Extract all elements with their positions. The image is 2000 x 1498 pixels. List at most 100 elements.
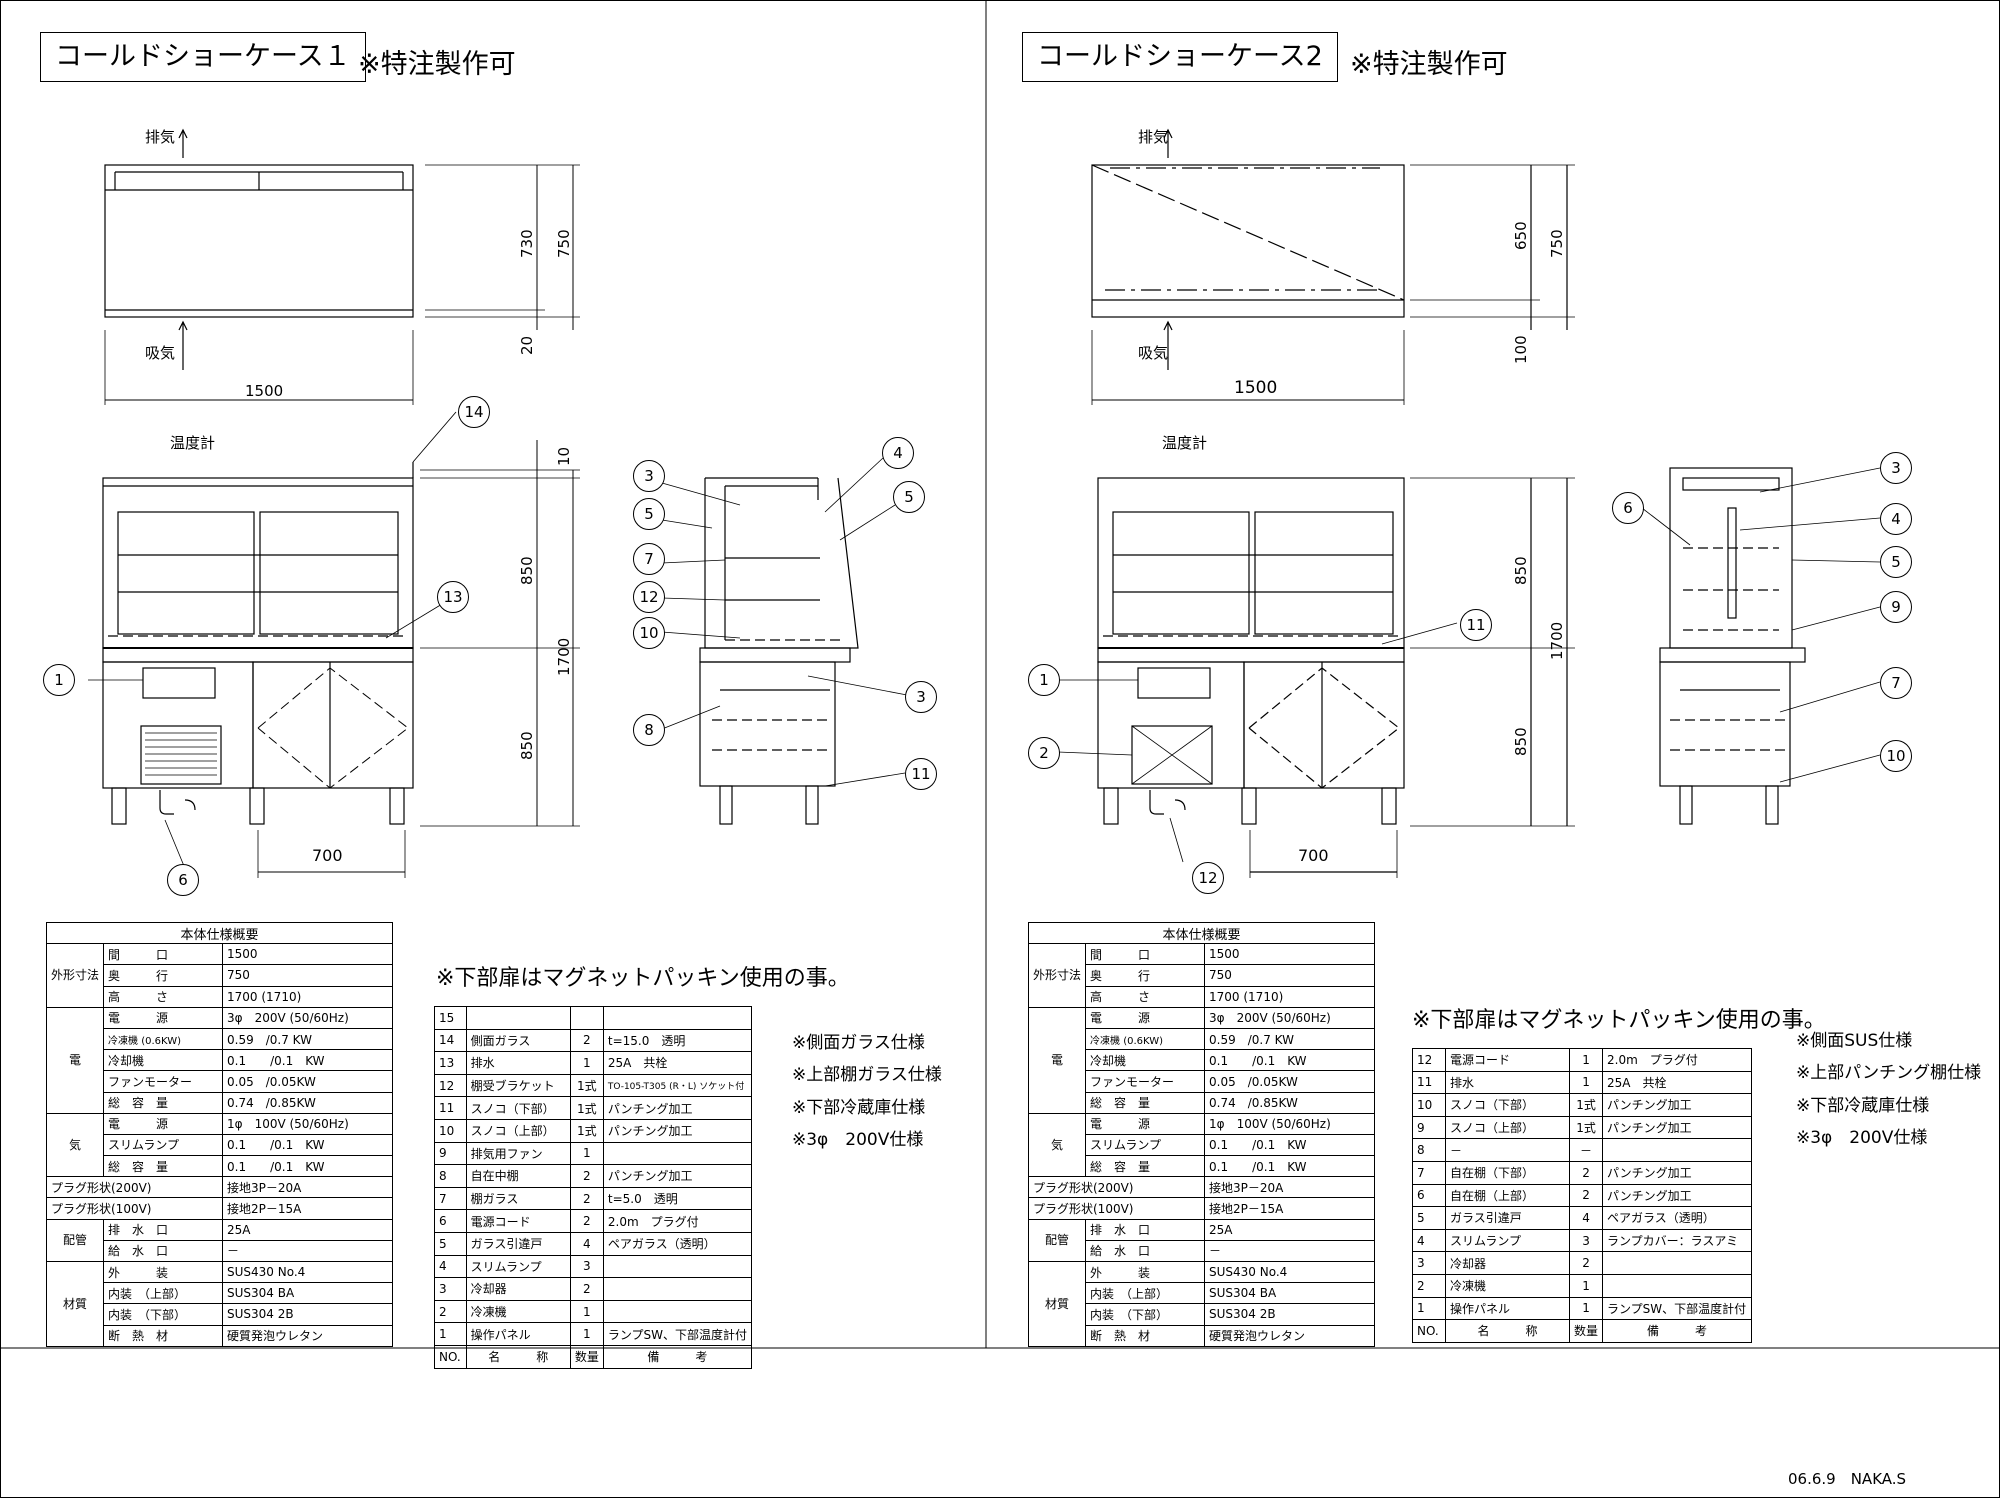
right-dim-100: 100 bbox=[1512, 335, 1530, 364]
spec-name: ファンモーター bbox=[1085, 1070, 1206, 1093]
left-dim-1700: 1700 bbox=[555, 637, 573, 676]
part-note: 2.0m プラグ付 bbox=[1602, 1048, 1752, 1072]
part-qty: 1式 bbox=[569, 1118, 604, 1143]
part-name: 冷凍機 bbox=[1445, 1273, 1570, 1298]
spec-value: 25A bbox=[222, 1218, 393, 1241]
part-no: 10 bbox=[434, 1118, 467, 1143]
right-title: コールドショーケース2 bbox=[1022, 32, 1338, 82]
part-no: 5 bbox=[1412, 1206, 1446, 1230]
part-no: 2 bbox=[434, 1299, 467, 1324]
spec-value: － bbox=[1204, 1239, 1375, 1263]
part-note: ランプカバー：ラスアミ bbox=[1602, 1228, 1752, 1253]
spec-name: 高 さ bbox=[103, 985, 224, 1008]
part-name: 自在棚（上部） bbox=[1445, 1183, 1570, 1208]
spec-value: 0.05 /0.05KW bbox=[222, 1070, 393, 1093]
spec-name: 奥 行 bbox=[103, 964, 224, 987]
spec-value: 接地2P－15A bbox=[222, 1197, 393, 1220]
part-note bbox=[1602, 1273, 1752, 1298]
spec-name: スリムランプ bbox=[1085, 1133, 1206, 1157]
spec-value: 3φ 200V (50/60Hz) bbox=[1204, 1006, 1375, 1029]
part-note: パンチング加工 bbox=[602, 1096, 753, 1120]
right-callout: 6 bbox=[1612, 492, 1644, 524]
left-callout: 8 bbox=[633, 714, 665, 746]
spec-value: 0.74 /0.85KW bbox=[1204, 1091, 1375, 1114]
part-note bbox=[602, 1254, 753, 1279]
part-name: 冷凍機 bbox=[465, 1299, 571, 1324]
spec-value: 0.1 /0.1 KW bbox=[222, 1155, 393, 1178]
spec-value: 硬質発泡ウレタン bbox=[1204, 1324, 1375, 1347]
spec-value: 0.59 /0.7 KW bbox=[1204, 1027, 1375, 1051]
part-no: 13 bbox=[434, 1051, 467, 1075]
spec-name: 間 口 bbox=[1085, 943, 1206, 966]
spec-group: 材質 bbox=[1027, 1261, 1087, 1347]
part-name: 冷却器 bbox=[1445, 1251, 1570, 1275]
parts-header-note: 備 考 bbox=[1602, 1319, 1752, 1343]
left-callout: 7 bbox=[633, 543, 665, 575]
spec-name: 内装 （上部） bbox=[103, 1282, 224, 1305]
spec-value: 0.1 /0.1 KW bbox=[1204, 1133, 1375, 1157]
part-no: 8 bbox=[1412, 1138, 1446, 1162]
part-name: 自在中棚 bbox=[465, 1164, 571, 1188]
left-side-view bbox=[661, 457, 908, 825]
spec-name: 電 源 bbox=[103, 1112, 224, 1135]
spec-group: 気 bbox=[45, 1112, 105, 1178]
part-note bbox=[1602, 1251, 1752, 1275]
left-special-order-note: ※特注製作可 bbox=[358, 49, 516, 80]
part-qty bbox=[569, 1006, 604, 1030]
right-front-view bbox=[1057, 477, 1575, 878]
spec-header: 本体仕様概要 bbox=[46, 921, 393, 945]
part-qty: 1 bbox=[1568, 1273, 1604, 1298]
part-no: 1 bbox=[1412, 1296, 1446, 1321]
spec-name: 外 装 bbox=[103, 1260, 224, 1284]
spec-value: － bbox=[222, 1239, 393, 1263]
part-name: スリムランプ bbox=[1445, 1228, 1570, 1253]
spec-value: 0.1 /0.1 KW bbox=[1204, 1155, 1375, 1178]
spec-group: 気 bbox=[1027, 1112, 1087, 1178]
spec-value: SUS304 2B bbox=[222, 1303, 393, 1326]
parts-header-no: NO. bbox=[434, 1344, 467, 1369]
left-magnet-note: ※下部扉はマグネットパッキン使用の事。 bbox=[436, 966, 850, 991]
part-name: 棚ガラス bbox=[465, 1186, 571, 1211]
spec-name: 電 源 bbox=[103, 1006, 224, 1029]
spec-name: 断 熱 材 bbox=[1085, 1324, 1206, 1347]
right-callout: 10 bbox=[1880, 740, 1912, 772]
part-qty: 4 bbox=[569, 1231, 604, 1256]
left-thermometer-label: 温度計 bbox=[170, 434, 216, 452]
part-no: 7 bbox=[1412, 1160, 1446, 1185]
part-name: スノコ（下部） bbox=[1445, 1093, 1570, 1117]
left-dim-730: 730 bbox=[518, 229, 536, 258]
part-qty: 1式 bbox=[569, 1096, 604, 1120]
spec-name: 奥 行 bbox=[1085, 964, 1206, 987]
part-qty: 1 bbox=[1568, 1048, 1604, 1072]
spec-name: 電 源 bbox=[1085, 1112, 1206, 1135]
part-no: 9 bbox=[434, 1141, 467, 1166]
right-callout: 2 bbox=[1028, 737, 1060, 769]
part-qty: 3 bbox=[569, 1254, 604, 1279]
part-note: ランプSW、下部温度計付 bbox=[1602, 1296, 1752, 1321]
spec-value: SUS304 BA bbox=[1204, 1282, 1375, 1305]
part-qty: 2 bbox=[569, 1164, 604, 1188]
right-dim-650: 650 bbox=[1512, 221, 1530, 250]
right-dim-750: 750 bbox=[1548, 229, 1566, 258]
spec-value: 25A bbox=[1204, 1218, 1375, 1241]
right-callout: 9 bbox=[1880, 591, 1912, 623]
right-side-view bbox=[1641, 467, 1881, 825]
spec-name: 内装 （下部） bbox=[103, 1303, 224, 1326]
part-note: t=15.0 透明 bbox=[602, 1028, 753, 1053]
spec-name: 内装 （上部） bbox=[1085, 1282, 1206, 1305]
spec-name: 排 水 口 bbox=[1085, 1218, 1206, 1241]
part-no: 7 bbox=[434, 1186, 467, 1211]
spec-value: 1φ 100V (50/60Hz) bbox=[222, 1112, 393, 1135]
part-no: 10 bbox=[1412, 1093, 1446, 1117]
left-callout: 13 bbox=[437, 581, 469, 613]
parts-header-no: NO. bbox=[1412, 1319, 1446, 1343]
part-no: 12 bbox=[1412, 1048, 1446, 1072]
part-qty: 4 bbox=[1568, 1206, 1604, 1230]
part-note: ペアガラス（透明） bbox=[602, 1231, 753, 1256]
spec-name: 排 水 口 bbox=[103, 1218, 224, 1241]
spec-name: 冷凍機 (0.6KW) bbox=[103, 1027, 224, 1051]
spec-value: 1500 bbox=[222, 943, 393, 966]
spec-value: SUS430 No.4 bbox=[1204, 1260, 1375, 1284]
spec-name: 電 源 bbox=[1085, 1006, 1206, 1029]
part-name: スノコ（上部） bbox=[1445, 1115, 1570, 1140]
